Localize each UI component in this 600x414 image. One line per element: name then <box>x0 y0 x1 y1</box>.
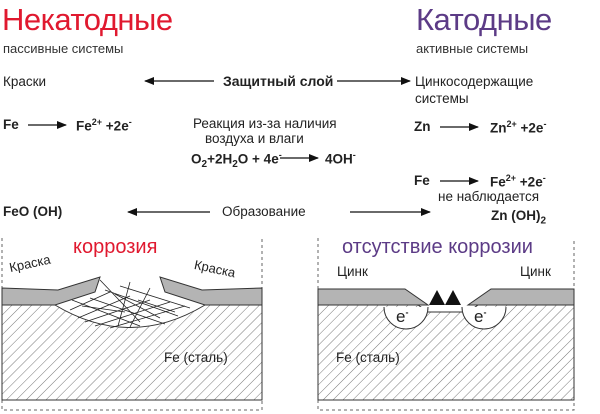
not-observed-label: не наблюдается <box>438 189 540 204</box>
noncathodic-subtitle: пассивные системы <box>3 41 124 56</box>
electron-label-2: e- <box>474 307 487 326</box>
steel-label-left: Fe (сталь) <box>164 350 228 365</box>
paints-label: Краски <box>3 74 47 89</box>
zinc-product-triangle-2 <box>445 290 461 305</box>
oxygen-reduction-equation: O2+2H2O + 4e- <box>191 150 282 171</box>
steel-label-right: Fe (сталь) <box>336 350 400 365</box>
electron-arc-2 <box>461 306 507 330</box>
zinc-coating-right <box>466 288 575 306</box>
zinc-coating-left <box>317 288 430 306</box>
rust-corrosion-product <box>69 279 191 329</box>
left-diagram <box>1 238 263 411</box>
zinc-label-left: Цинк <box>337 264 368 279</box>
zn-reactant: Zn <box>414 119 431 134</box>
formation-label: Образование <box>222 204 306 219</box>
electron-label-1: e- <box>396 307 409 326</box>
corrosion-caption: коррозия <box>73 236 158 258</box>
cathodic-subtitle: активные системы <box>416 41 529 56</box>
zinc-systems-line2: системы <box>415 91 469 106</box>
rust-product-label: FeO (OH) <box>3 204 63 219</box>
right-diagram <box>317 238 575 411</box>
zinc-systems-line1: Цинкосодержащие <box>415 74 534 89</box>
electron-arc-1 <box>383 306 429 330</box>
reaction-description-line2: воздуха и влаги <box>205 131 304 146</box>
paint-coating-left <box>1 276 101 306</box>
fe-ion-product: Fe2+ +2e- <box>76 117 132 134</box>
fe-reactant-cathodic: Fe <box>414 173 430 188</box>
cathodic-title: Катодные <box>416 2 552 37</box>
zinc-product-triangle-1 <box>429 290 445 305</box>
zinc-label-right: Цинк <box>520 264 551 279</box>
noncathodic-title: Некатодные <box>2 2 173 37</box>
zinc-hydroxide-label: Zn (OH)2 <box>491 208 547 227</box>
zn-ion-product: Zn2+ +2e- <box>490 119 547 136</box>
protective-layer-label: Защитный слой <box>223 73 334 89</box>
fe-ion-product-cathodic: Fe2+ +2e- <box>490 173 546 190</box>
reaction-description-line1: Реакция из-за наличия <box>193 116 337 131</box>
hydroxide-product: 4OH- <box>325 150 356 167</box>
fe-reactant: Fe <box>3 117 19 132</box>
no-corrosion-caption: отсутствие коррозии <box>342 236 533 258</box>
paint-coating-right <box>159 276 263 306</box>
